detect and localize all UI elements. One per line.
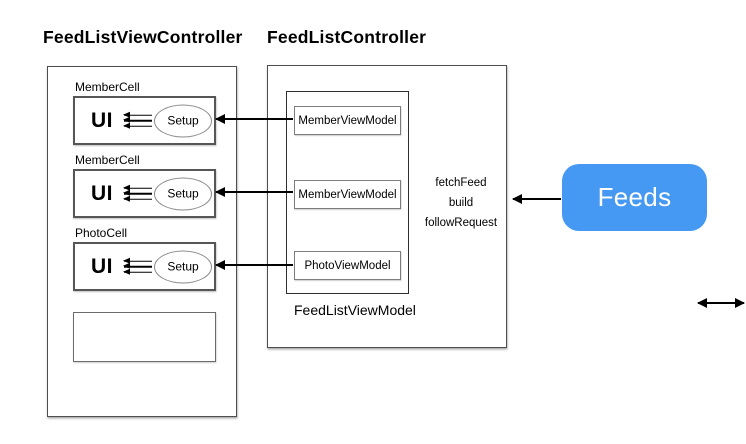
left-section-title: FeedListViewController — [43, 27, 243, 47]
member-cell-2-label: MemberCell — [75, 153, 140, 167]
middle-section-title: FeedListController — [267, 27, 427, 47]
ui-label: UI — [91, 181, 113, 205]
setup-ellipse: Setup — [154, 104, 212, 137]
empty-cell-box — [73, 312, 216, 362]
photo-cell-box: UI Setup — [73, 242, 216, 291]
member-cell-2-box: UI Setup — [73, 169, 216, 218]
setup-ellipse: Setup — [154, 177, 212, 210]
feedlistviewcontroller-box: MemberCell UI Setup MemberCell UI — [47, 66, 237, 417]
ui-binding-arrows-icon — [123, 112, 152, 128]
photo-cell-label: PhotoCell — [75, 226, 128, 240]
left-arrow-icon — [123, 117, 152, 123]
left-arrow-icon — [123, 263, 152, 269]
method-build: build — [448, 197, 474, 209]
member-viewmodel-2-box: MemberViewModel — [294, 180, 401, 209]
method-followrequest: followRequest — [424, 217, 498, 229]
member-cell-group-2: MemberCell UI Setup — [73, 153, 216, 218]
memberviewmodel1-to-setup-arrow — [216, 117, 293, 120]
member-viewmodel-1-box: MemberViewModel — [294, 106, 401, 135]
member-cell-1-label: MemberCell — [75, 80, 140, 94]
left-arrow-icon — [123, 190, 152, 196]
memberviewmodel2-to-setup-arrow — [216, 191, 293, 193]
photoviewmodel-to-setup-arrow — [216, 263, 293, 266]
photo-cell-group: PhotoCell UI Setup — [73, 226, 216, 291]
ui-binding-arrows-icon — [123, 185, 152, 201]
ui-label: UI — [91, 108, 113, 132]
member-cell-group-1: MemberCell UI Setup — [73, 80, 216, 145]
left-arrow-icon — [123, 258, 152, 263]
left-arrow-icon — [123, 112, 152, 117]
left-arrow-icon — [123, 185, 152, 190]
ui-binding-arrows-icon — [123, 258, 152, 274]
method-fetchfeed: fetchFeed — [435, 177, 487, 189]
left-arrow-icon — [123, 269, 152, 274]
left-arrow-icon — [123, 123, 152, 128]
ui-label: UI — [91, 254, 113, 278]
feedlistviewmodel-box: MemberViewModel MemberViewModel PhotoVie… — [286, 91, 409, 294]
photo-viewmodel-box: PhotoViewModel — [294, 251, 401, 280]
member-cell-1-box: UI Setup — [73, 96, 216, 145]
feedlistcontroller-box: MemberViewModel MemberViewModel PhotoVie… — [267, 65, 744, 348]
left-arrow-icon — [123, 196, 152, 201]
feedlistviewmodel-label: FeedListViewModel — [294, 302, 416, 318]
feeds-to-controller-arrow — [513, 198, 561, 200]
setup-ellipse: Setup — [154, 250, 212, 283]
bidirectional-arrow-icon — [698, 302, 744, 304]
feeds-box: Feeds — [562, 164, 707, 231]
controller-methods: fetchFeed build followRequest — [416, 173, 506, 233]
